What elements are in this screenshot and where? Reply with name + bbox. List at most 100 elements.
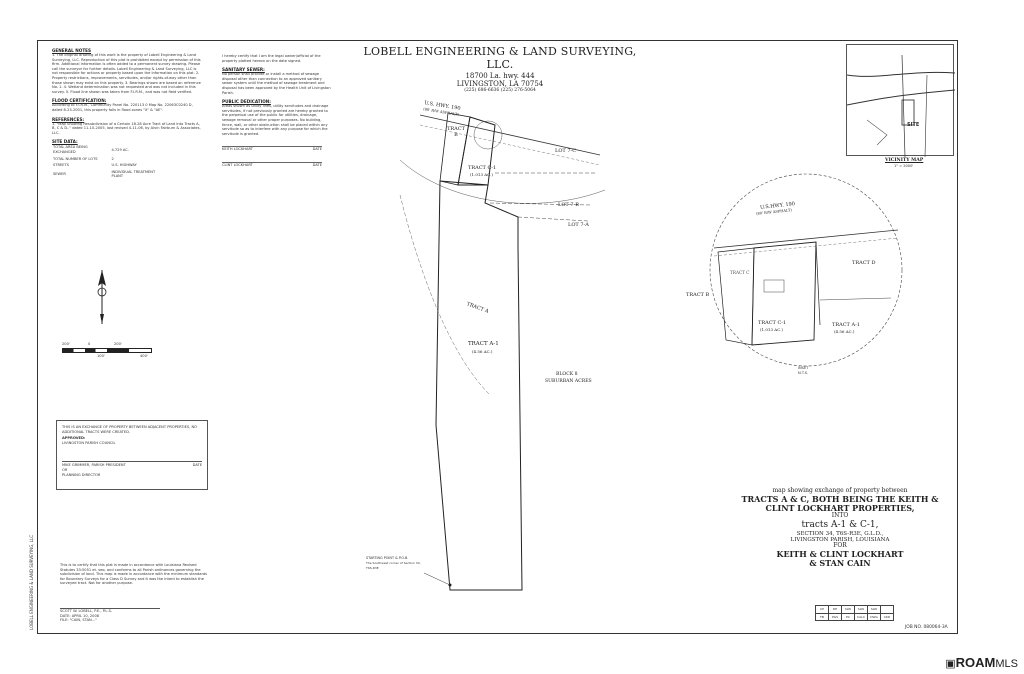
title-line-3: CLINT LOCKHART PROPERTIES, (765, 503, 915, 514)
rev-cell: SLW (867, 605, 881, 614)
sanitary-text: No person shall provide or install a met… (222, 72, 331, 95)
references-text: 1. "Map Showing Resubdivision of a Certa… (52, 121, 201, 135)
plat-pob: STARTING POINT & P.O.B. (366, 556, 409, 560)
job-number: JOB NO. 080064-3A (905, 625, 948, 630)
title-line-9: KEITH & CLINT LOCKHART (776, 549, 904, 560)
surveyor-date: DATE: APRIL 10, 2008 (60, 613, 100, 618)
rev-cell: SLW (854, 605, 868, 614)
rev-cell: FB (815, 612, 829, 622)
rev-cell: CP (815, 605, 829, 614)
owner1-date: DATE (312, 147, 322, 151)
approval-director: PLANNING DIRECTOR (62, 472, 101, 477)
inset-label: INSET (798, 366, 809, 370)
rev-cell (880, 605, 894, 614)
surveyor-signature-block: SCOTT W. LOBELL, P.E., P.L.S. DATE: APRI… (60, 608, 160, 623)
plat-tract-c1: TRACT C-1 (468, 165, 497, 171)
watermark-suffix: MLS (995, 658, 1018, 670)
approval-box: THIS IS AN EXCHANGE OF PROPERTY BETWEEN … (56, 420, 208, 490)
plat-pob-sub: The Southwest corner of Section 34, T6S-… (366, 561, 421, 570)
plat-subdivision: SUBURBAN ACRES (545, 379, 592, 384)
flood-text: According to F.I.R.M., Community Panel N… (52, 103, 193, 112)
inset-nts: N.T.S. (798, 371, 809, 375)
notes-column: GENERAL NOTES 1. The original drawing of… (52, 44, 202, 180)
scale-mid-label: 100' (97, 354, 105, 358)
title-line-5: tracts A-1 & C-1, (801, 520, 879, 531)
watermark-brand: ROAM (955, 655, 996, 670)
references-title: REFERENCES: (52, 116, 85, 122)
tract-a-boundary (399, 194, 491, 396)
detail-circle (473, 120, 503, 150)
site-row-label: TOTAL NUMBER OF LOTS (53, 156, 98, 161)
approval-label: APPROVED: (62, 436, 86, 441)
firm-address: 18700 La. hwy. 444 (465, 72, 535, 80)
title-line-6: SECTION 34, T6S-R3E, G.L.D., (796, 530, 884, 537)
inset-tract-b: TRACT B (686, 292, 710, 298)
title-line-2: TRACTS A & C, BOTH BEING THE KEITH & (741, 493, 939, 504)
title-line-1: map showing exchange of property between (772, 487, 908, 494)
title-line-10: & STAN CAIN (809, 558, 871, 569)
title-line-8: FOR (833, 542, 847, 550)
rev-cell: DWG (867, 612, 881, 622)
revision-table: CP DE SLW SLW SLW FB PGS PC CALC DWG CKD (815, 605, 894, 622)
site-row-value: 2 (111, 156, 114, 161)
north-arrow-icon (97, 270, 107, 324)
rev-cell: DE (828, 605, 842, 614)
firm-city: LIVINGSTON, LA 70754 (456, 80, 544, 88)
inset-tract-c1-area: (1.013 AC.) (760, 327, 783, 332)
tract-a1-parcel (435, 180, 523, 591)
approval-date: DATE (192, 463, 202, 468)
plat-tract-a1-area: (4.56 AC.) (472, 349, 493, 354)
drawing-sheet (37, 40, 958, 634)
approval-president: MIKE GRIMMER, PARISH PRESIDENT (62, 463, 126, 468)
firm-header: LOBELL ENGINEERING & LAND SURVEYING, LLC… (350, 45, 650, 93)
site-data-table: TOTAL AREA BEING EXCHANGED 4.729 AC. TOTA… (52, 144, 167, 180)
plat-tract-b: TRACT B (447, 126, 465, 138)
title-block: map showing exchange of property between… (730, 487, 950, 569)
surveyor-name: SCOTT W. LOBELL, P.E., P.L.S. (60, 609, 113, 613)
title-line-7: LIVINGSTON PARISH, LOUISIANA (790, 536, 890, 543)
site-row-label: TOTAL AREA BEING EXCHANGED (53, 145, 88, 154)
vicinity-title: VICINITY MAP (885, 158, 924, 163)
site-row-label: STREETS (53, 163, 69, 168)
vicinity-site-label: SITE (907, 122, 920, 128)
rev-cell: PC (841, 612, 855, 622)
inset-tract-a1: TRACT A-1 (832, 322, 860, 328)
firm-phone: (225) 686-6636 (225) 276-5064 (464, 88, 536, 93)
flood-title: FLOOD CERTIFICATION: (52, 98, 107, 104)
owner-certify-text: I hereby certify that I am the legal own… (222, 54, 321, 63)
scale-bar (62, 348, 152, 353)
public-dedication-title: PUBLIC DEDICATION: (222, 99, 271, 105)
plat-lot-7b: LOT 7-B (558, 202, 579, 208)
plat-tract-a1: TRACT A-1 (468, 341, 499, 347)
roam-mls-watermark: ▣ROAMMLS (945, 655, 1018, 670)
scale-left-label: 200' (62, 342, 70, 346)
rev-cell: PGS (828, 612, 842, 622)
rev-cell: CKD (880, 612, 894, 622)
pob-leader (423, 572, 451, 586)
side-margin-text: LOBELL ENGINEERING & LAND SURVEYING, LLC (29, 535, 34, 630)
inset-tract-d: TRACT D (852, 260, 876, 266)
owner2-name: CLINT LOCKHART (222, 162, 253, 167)
general-notes-title: GENERAL NOTES (52, 48, 92, 53)
tract-b-parcel (439, 112, 471, 186)
site-data-title: SITE DATA: (52, 139, 78, 145)
approval-council: LIVINGSTON PARISH COUNCIL (62, 440, 116, 445)
site-row-value: 4.729 AC. (111, 147, 129, 152)
scale-end-label: 400' (140, 354, 148, 358)
certification-text: This is to certify that this plat is mad… (60, 563, 208, 586)
site-row-label: SEWER (53, 171, 66, 176)
flood-line (399, 159, 606, 204)
site-row-value: INDIVIDUAL TREATMENT PLANT (111, 169, 156, 179)
lot-line (489, 202, 591, 206)
owner1-name: KEITH LOCKHART (222, 147, 253, 151)
inset-detail (709, 173, 903, 367)
approval-statement: THIS IS AN EXCHANGE OF PROPERTY BETWEEN … (62, 425, 197, 434)
highway-line (419, 124, 601, 166)
highway-line (419, 114, 601, 156)
inset-tract-a1-area: (4.56 AC.) (834, 329, 855, 334)
plat-drawing (399, 112, 606, 591)
rev-cell: SLW (841, 605, 855, 614)
surveyor-file: FILE: "CAIN, STAN..." (60, 618, 97, 623)
graphic-scale: 200' 0 200' 100' 400' (62, 342, 152, 364)
plat-block: BLOCK 8 (556, 372, 578, 377)
